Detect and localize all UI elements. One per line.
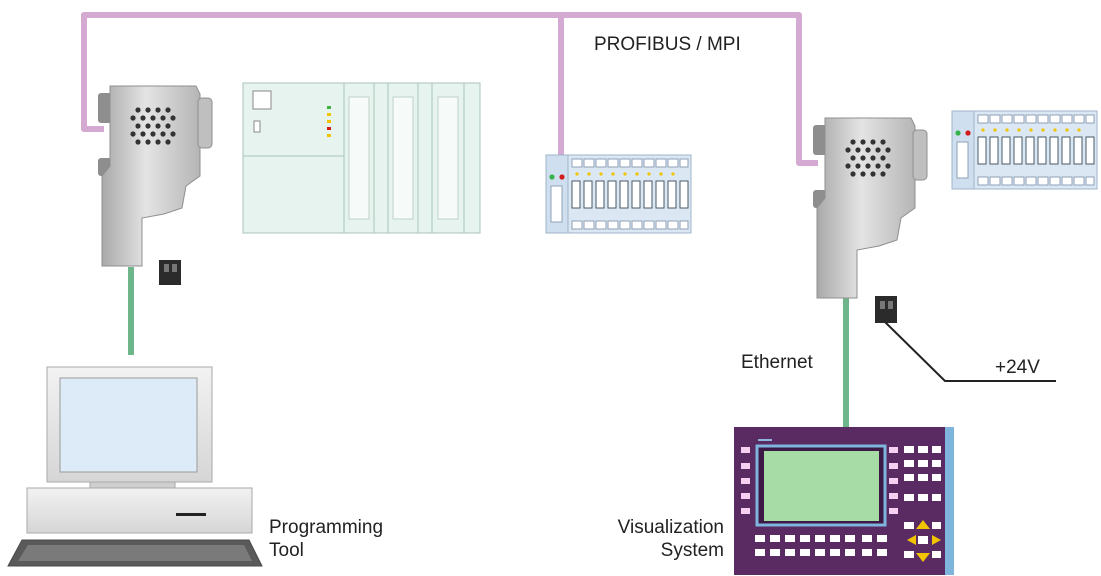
profibus-mpi-label: PROFIBUS / MPI <box>594 34 741 55</box>
power-24v-label: +24V <box>995 357 1040 378</box>
power-line <box>884 321 1056 382</box>
hmi-panel-icon <box>734 427 954 575</box>
profibus-ethernet-connector-icon <box>813 117 928 323</box>
visualization-system-label: Visualization System <box>590 516 724 562</box>
programming-tool-label-line1: Programming <box>269 517 384 538</box>
plc-rack-icon <box>242 82 481 234</box>
ethernet-cable <box>128 267 849 427</box>
visualization-system-label-line2: System <box>660 540 724 561</box>
programming-tool-label-line2: Tool <box>269 540 304 561</box>
io-module-icon <box>545 154 692 234</box>
visualization-system-label-line1: Visualization <box>617 517 724 538</box>
profibus-ethernet-connector-icon <box>98 85 213 285</box>
programming-pc-icon <box>7 366 263 567</box>
programming-tool-label: Programming Tool <box>269 516 383 562</box>
io-module-icon <box>951 110 1098 190</box>
ethernet-label: Ethernet <box>741 352 813 373</box>
